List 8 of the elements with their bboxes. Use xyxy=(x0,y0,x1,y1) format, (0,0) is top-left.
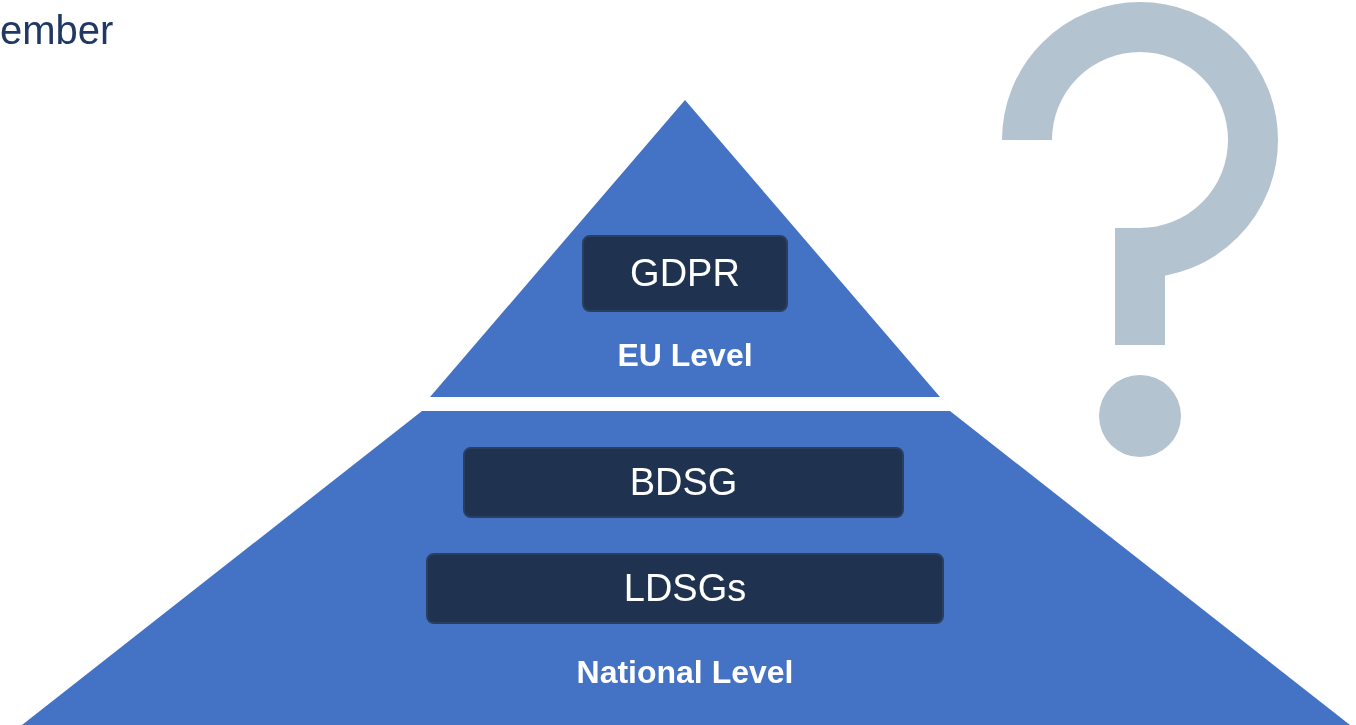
law-box: GDPR xyxy=(582,235,788,312)
title: ember xyxy=(0,10,114,50)
law-box: LDSGs xyxy=(426,553,944,624)
pyramid-top xyxy=(430,100,940,397)
level-label: EU Level xyxy=(617,339,753,371)
law-box: BDSG xyxy=(463,447,904,518)
level-label: National Level xyxy=(576,656,794,688)
pyramid-base xyxy=(22,411,1350,725)
